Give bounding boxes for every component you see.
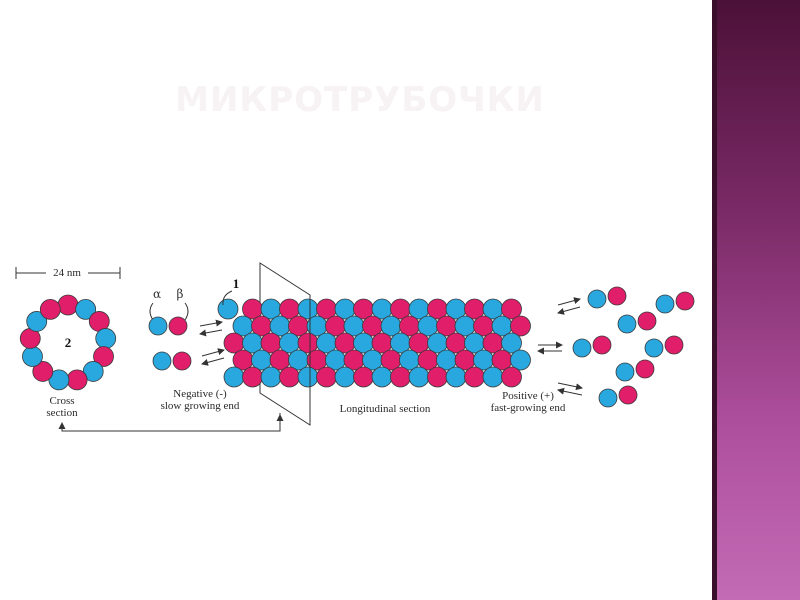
ring-subunit xyxy=(82,361,104,382)
cross-section-label-line1: Cross xyxy=(49,395,74,407)
beta-tubulin xyxy=(637,311,657,331)
alpha-tubulin xyxy=(655,294,675,314)
lattice-subunit xyxy=(334,366,356,388)
lattice-subunit xyxy=(501,332,522,354)
ring-subunit xyxy=(39,298,61,320)
positive-end-label-line2: fast-growing end xyxy=(491,402,566,414)
ring-subunit xyxy=(26,311,48,332)
beta-tubulin xyxy=(168,316,188,336)
longitudinal-section-label: Longitudinal section xyxy=(340,403,431,415)
lattice-subunit xyxy=(427,366,448,388)
plus-end-free-dimers xyxy=(572,286,695,408)
ring-subunit xyxy=(57,294,79,316)
alpha-tubulin xyxy=(644,338,664,358)
ring-subunit xyxy=(93,346,114,367)
dimension-indicator: 24 nm xyxy=(15,267,121,279)
protofilament-marker: 1 xyxy=(233,276,240,291)
ring-subunit xyxy=(95,328,117,349)
alpha-tubulin xyxy=(617,314,637,334)
ring-subunit xyxy=(66,369,88,391)
positive-end-label-line1: Positive (+) xyxy=(502,390,554,402)
beta-tubulin xyxy=(675,291,695,311)
cross-section-ring xyxy=(19,294,117,391)
minus-end-equilibrium-arrows xyxy=(199,319,225,366)
decorative-side-bar xyxy=(712,0,800,600)
ring-subunit xyxy=(75,298,97,320)
ring-center-number: 2 xyxy=(65,335,72,350)
negative-end-label-line2: slow growing end xyxy=(161,400,240,412)
lattice-subunit xyxy=(408,366,430,388)
lattice-subunit xyxy=(297,366,319,388)
cross-section-reference-arrow xyxy=(58,413,281,432)
minus-end-free-dimers xyxy=(148,316,192,371)
microtubule-lattice xyxy=(217,298,531,388)
alpha-tubulin xyxy=(615,362,635,382)
microtubule-diagram: 24 nm 2 Cross section α β Negative (-) s… xyxy=(15,262,695,432)
lattice-subunit xyxy=(217,298,239,320)
lattice-subunit xyxy=(390,366,411,388)
alpha-tubulin xyxy=(598,388,618,408)
alpha-tubulin xyxy=(572,338,592,358)
alpha-label: α xyxy=(153,287,161,301)
lattice-subunit xyxy=(482,366,504,388)
lattice-subunit xyxy=(242,366,263,388)
ring-subunit xyxy=(32,361,54,382)
lattice-subunit xyxy=(353,366,374,388)
lattice-subunit xyxy=(260,366,282,388)
negative-end-label-line1: Negative (-) xyxy=(173,388,227,400)
beta-tubulin xyxy=(172,351,192,371)
lattice-subunit xyxy=(501,366,522,388)
alpha-pointer xyxy=(149,302,154,321)
lattice-subunit xyxy=(445,366,467,388)
lattice-subunit xyxy=(279,366,300,388)
slide-title: МИКРОТРУБОЧКИ xyxy=(175,80,545,120)
lattice-subunit xyxy=(510,349,531,371)
cross-section-label-line2: section xyxy=(46,407,78,419)
lattice-subunit xyxy=(464,366,485,388)
dimension-label: 24 nm xyxy=(53,267,81,279)
ring-subunit xyxy=(22,346,43,367)
beta-tubulin xyxy=(635,359,655,379)
plus-end-equilibrium-arrows xyxy=(537,297,583,396)
alpha-tubulin xyxy=(587,289,607,309)
alpha-tubulin xyxy=(152,351,172,371)
alpha-tubulin xyxy=(148,316,168,336)
beta-pointer xyxy=(184,302,189,321)
lattice-subunit xyxy=(371,366,393,388)
lattice-subunit xyxy=(510,315,531,337)
lattice-subunit xyxy=(501,298,522,320)
beta-tubulin xyxy=(607,286,627,306)
lattice-subunit xyxy=(316,366,337,388)
ring-subunit xyxy=(48,369,70,391)
lattice-subunit xyxy=(223,366,245,388)
beta-tubulin xyxy=(618,385,638,405)
beta-tubulin xyxy=(664,335,684,355)
beta-tubulin xyxy=(592,335,612,355)
beta-label: β xyxy=(177,287,184,301)
